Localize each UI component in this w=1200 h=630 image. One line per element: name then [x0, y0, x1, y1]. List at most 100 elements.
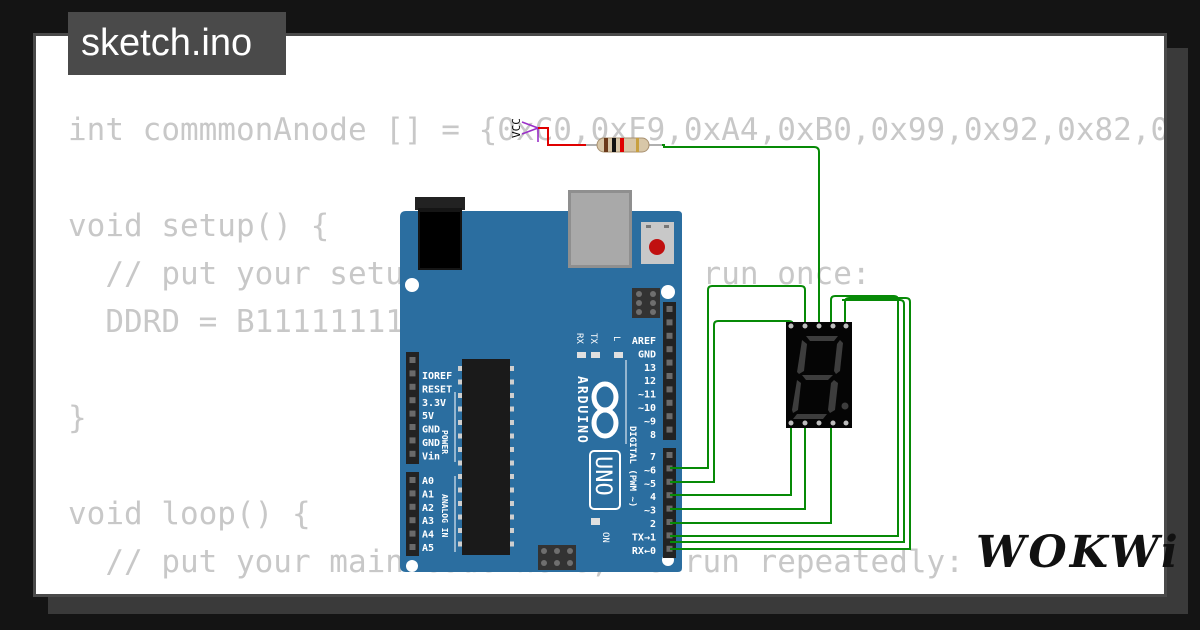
- brand-label: ARDUINO: [574, 376, 589, 445]
- wire-common-anode[interactable]: [662, 144, 820, 322]
- wire-pin2: [670, 425, 832, 524]
- header-pin[interactable]: [409, 503, 416, 510]
- header-pin[interactable]: [666, 346, 673, 353]
- header-pin[interactable]: [666, 532, 673, 539]
- code-editor: int commmonAnode [] = {0xC0,0xF9,0xA4,0x…: [68, 106, 1167, 594]
- chip-pin: [458, 393, 462, 398]
- model-label: UNO: [590, 456, 615, 496]
- header-pin[interactable]: [409, 490, 416, 497]
- header-pin[interactable]: [666, 465, 673, 472]
- arduino-logo-icon: [591, 381, 619, 439]
- header-pin[interactable]: [409, 357, 416, 363]
- digital-pin-label: 13: [644, 363, 656, 374]
- digital-pin-label: TX→1: [632, 532, 656, 543]
- chip-pin: [458, 447, 462, 452]
- power-pin-label: GND: [422, 425, 440, 436]
- resistor[interactable]: [586, 137, 662, 153]
- chip-pin: [458, 406, 462, 412]
- atmega-chip: [462, 359, 510, 555]
- header-pin[interactable]: [666, 478, 673, 485]
- header-pin[interactable]: [666, 492, 673, 499]
- seven-segment-display[interactable]: [786, 322, 852, 428]
- header-pin[interactable]: [666, 386, 673, 393]
- analog-pin-label: A4: [422, 530, 434, 541]
- digital-pin-label: ~10: [638, 403, 656, 414]
- signal-wires[interactable]: [670, 285, 911, 550]
- header-pin[interactable]: [666, 359, 673, 366]
- header-pin[interactable]: [666, 545, 673, 552]
- wire-pin-extra: [670, 299, 905, 543]
- chip-pin: [458, 474, 462, 479]
- code-line[interactable]: }: [68, 400, 87, 436]
- chip-pin: [510, 406, 514, 412]
- power-header-title: POWER: [440, 430, 449, 454]
- header-pin[interactable]: [666, 505, 673, 512]
- file-title: sketch.ino: [81, 22, 253, 64]
- chip-pin: [458, 366, 462, 371]
- wire-pin5: [670, 320, 794, 483]
- chip-pin: [510, 379, 514, 385]
- code-line[interactable]: for (int i=0; i<10; i++) {: [68, 586, 1164, 594]
- header-pin[interactable]: [666, 452, 673, 458]
- rx-led-label: RX: [574, 333, 584, 344]
- header-pin[interactable]: [409, 410, 416, 417]
- chip-pin: [458, 528, 462, 533]
- wire-vcc[interactable]: [538, 127, 598, 146]
- power-pin-label: RESET: [422, 384, 452, 395]
- code-line[interactable]: void loop() {: [68, 496, 311, 532]
- header-pin[interactable]: [666, 319, 673, 326]
- power-pin-label: IOREF: [422, 371, 452, 382]
- header-pin[interactable]: [409, 477, 416, 483]
- header-pin[interactable]: [409, 517, 416, 524]
- l-led-label: L: [611, 336, 621, 341]
- tx-led-label: TX: [588, 333, 598, 344]
- file-title-tab[interactable]: sketch.ino: [68, 12, 286, 75]
- header-pin[interactable]: [666, 399, 673, 406]
- code-line[interactable]: void setup() {: [68, 208, 330, 244]
- chip-pin: [510, 501, 514, 506]
- digital-pin-label: ~9: [644, 416, 656, 427]
- chip-pin: [510, 447, 514, 452]
- code-line[interactable]: DDRD = B11111111;: [68, 304, 423, 340]
- chip-pin: [510, 514, 514, 520]
- header-pin[interactable]: [409, 544, 416, 550]
- power-pin-label: 3.3V: [422, 398, 446, 409]
- chip-pin: [458, 433, 462, 439]
- wire-pin4: [670, 425, 792, 496]
- chip-pin: [510, 460, 514, 466]
- digital-pin-label: 12: [644, 376, 656, 387]
- digital-pin-label: GND: [638, 349, 656, 360]
- header-pin[interactable]: [409, 424, 416, 430]
- header-pin[interactable]: [666, 426, 673, 433]
- chip-pin: [510, 433, 514, 439]
- header-pin[interactable]: [409, 370, 416, 377]
- code-line[interactable]: int commmonAnode [] = {0xC0,0xF9,0xA4,0x…: [68, 112, 1167, 148]
- header-pin[interactable]: [666, 373, 673, 379]
- header-pin[interactable]: [666, 332, 673, 339]
- header-pin[interactable]: [666, 306, 673, 312]
- arduino-board[interactable]: ARDUINO UNO ON RX TX L POWER ANALOG IN D…: [400, 190, 682, 572]
- analog-pin-label: A5: [422, 543, 434, 554]
- header-pin[interactable]: [409, 383, 416, 390]
- digital-pin-label: ~6: [644, 465, 656, 476]
- chip-pin: [510, 420, 514, 425]
- digital-pin-label: 7: [650, 452, 656, 463]
- header-pin[interactable]: [409, 530, 416, 537]
- digital-header-title: DIGITAL (PWM ~): [627, 426, 637, 507]
- chip-pin: [510, 541, 514, 547]
- header-pin[interactable]: [409, 437, 416, 444]
- analog-pin-label: A2: [422, 503, 434, 514]
- wokwi-logo[interactable]: WOKWi: [976, 527, 1181, 578]
- header-pin[interactable]: [409, 450, 416, 457]
- power-pin-label: 5V: [422, 411, 434, 422]
- analog-pin-label: A1: [422, 489, 434, 500]
- chip-pin: [510, 487, 514, 493]
- header-pin[interactable]: [409, 397, 416, 404]
- header-pin[interactable]: [666, 413, 673, 420]
- digital-pin-label: 4: [650, 492, 656, 503]
- chip-pin: [458, 379, 462, 385]
- chip-pin: [510, 366, 514, 371]
- chip-pin: [458, 487, 462, 493]
- header-pin[interactable]: [666, 519, 673, 525]
